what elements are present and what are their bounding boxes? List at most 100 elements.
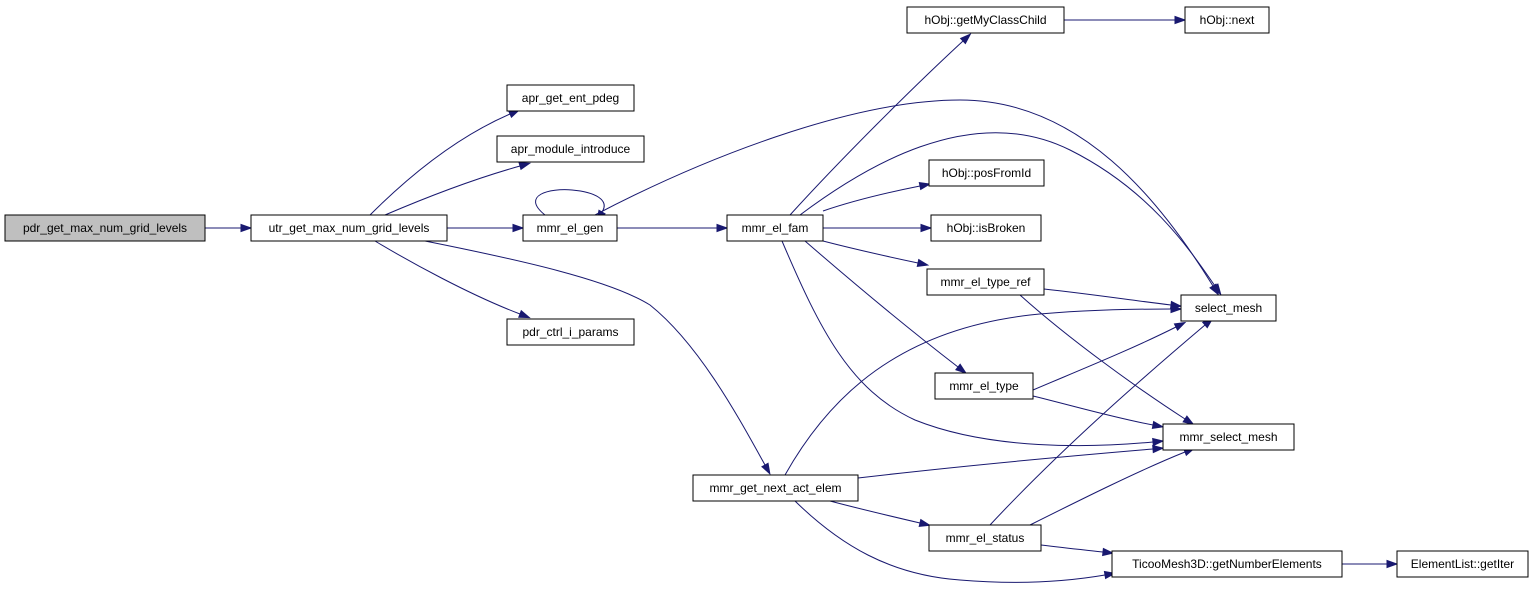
node-box[interactable] (928, 159, 1045, 187)
node-label: hObj::posFromId (942, 166, 1031, 180)
edge-line (784, 308, 1172, 476)
node-hobj-next[interactable]: hObj::next (1184, 6, 1270, 34)
edge-pdr-get-max-num-grid-levels-to-utr-get-max-num-grid-levels (205, 223, 253, 233)
edge-mmr-el-gen-to-mmr-el-fam (617, 223, 729, 233)
node-label: hObj::getMyClassChild (924, 13, 1046, 27)
edge-mmr-el-type-ref-to-select-mesh (1043, 288, 1183, 310)
edge-line (799, 132, 1216, 287)
edge-mmr-el-type-ref-to-mmr-select-mesh (1019, 294, 1195, 426)
arrow-head (955, 363, 968, 375)
node-select-mesh[interactable]: select_mesh (1180, 294, 1277, 322)
node-mmr-el-fam[interactable]: mmr_el_fam (726, 214, 824, 242)
node-box[interactable] (250, 214, 448, 242)
node-utr-get-max-num-grid-levels[interactable]: utr_get_max_num_grid_levels (250, 214, 448, 242)
node-box[interactable] (906, 6, 1065, 34)
arrow-head (1173, 321, 1187, 331)
node-box[interactable] (506, 318, 635, 346)
node-hobj-getmyclasschild[interactable]: hObj::getMyClassChild (906, 6, 1065, 34)
node-label: mmr_get_next_act_elem (709, 481, 841, 495)
arrow-head (1170, 304, 1183, 314)
edge-mmr-el-fam-to-mmr-select-mesh (781, 240, 1165, 447)
edge-ticoomesh3d-getnumberelements-to-elementlist-getiter (1342, 559, 1399, 569)
node-box[interactable] (1396, 550, 1529, 578)
arrow-head (518, 162, 532, 171)
node-box[interactable] (692, 474, 859, 502)
arrow-head (1386, 559, 1399, 569)
node-pdr-ctrl-i-params[interactable]: pdr_ctrl_i_params (506, 318, 635, 346)
arrow-head (512, 223, 525, 233)
arrow-head (240, 223, 253, 233)
edge-mmr-el-type-to-select-mesh (1032, 321, 1187, 391)
edge-utr-get-max-num-grid-levels-to-mmr-get-next-act-elem (424, 240, 771, 476)
edge-mmr-get-next-act-elem-to-select-mesh (784, 304, 1183, 476)
node-label: utr_get_max_num_grid_levels (269, 221, 430, 235)
edge-line (535, 189, 605, 216)
node-label: mmr_select_mesh (1179, 430, 1277, 444)
node-elementlist-getiter[interactable]: ElementList::getIter (1396, 550, 1529, 578)
edge-mmr-el-fam-to-hobj-posfromid (822, 181, 932, 212)
node-label: ElementList::getIter (1411, 557, 1514, 571)
node-box[interactable] (496, 135, 645, 163)
arrow-head (916, 258, 930, 268)
node-box[interactable] (930, 214, 1042, 242)
node-label: mmr_el_type (949, 379, 1019, 393)
node-box[interactable] (928, 524, 1042, 552)
node-label: pdr_get_max_num_grid_levels (23, 221, 187, 235)
edge-line (1019, 294, 1186, 420)
arrow-head (761, 462, 771, 476)
edge-line (794, 500, 1106, 583)
edge-line (1032, 395, 1154, 426)
edge-mmr-get-next-act-elem-to-mmr-select-mesh (857, 444, 1165, 479)
arrow-head (1102, 547, 1115, 557)
node-box[interactable] (1111, 550, 1343, 578)
node-label: mmr_el_type_ref (940, 275, 1031, 289)
node-label: mmr_el_status (946, 531, 1025, 545)
arrow-head (920, 223, 933, 233)
edge-line (1040, 544, 1104, 553)
node-mmr-select-mesh[interactable]: mmr_select_mesh (1162, 423, 1295, 451)
node-mmr-el-type[interactable]: mmr_el_type (934, 372, 1034, 400)
node-label: TicooMesh3D::getNumberElements (1132, 557, 1322, 571)
node-mmr-get-next-act-elem[interactable]: mmr_get_next_act_elem (692, 474, 859, 502)
edge-hobj-getmyclasschild-to-hobj-next (1064, 15, 1187, 25)
node-mmr-el-gen[interactable]: mmr_el_gen (522, 214, 618, 242)
node-hobj-posfromid[interactable]: hObj::posFromId (928, 159, 1045, 187)
edge-line (804, 240, 959, 368)
node-box[interactable] (4, 214, 206, 242)
node-hobj-isbroken[interactable]: hObj::isBroken (930, 214, 1042, 242)
node-label: hObj::next (1200, 13, 1255, 27)
node-box[interactable] (934, 372, 1034, 400)
edge-line (822, 185, 921, 212)
arrow-head (918, 181, 932, 191)
edge-line (594, 99, 1214, 287)
edge-line (369, 113, 511, 216)
edge-line (424, 240, 766, 466)
node-box[interactable] (726, 214, 824, 242)
node-apr-module-introduce[interactable]: apr_module_introduce (496, 135, 645, 163)
node-box[interactable] (522, 214, 618, 242)
edge-line (789, 40, 964, 216)
node-box[interactable] (1184, 6, 1270, 34)
arrow-head (1152, 437, 1165, 447)
node-label: mmr_el_gen (537, 221, 604, 235)
arrow-head (1152, 444, 1165, 454)
edge-mmr-el-gen-to-select-mesh (594, 99, 1220, 296)
arrow-head (918, 518, 932, 527)
node-ticoomesh3d-getnumberelements[interactable]: TicooMesh3D::getNumberElements (1111, 550, 1343, 578)
node-label: pdr_ctrl_i_params (522, 325, 618, 339)
node-box[interactable] (506, 84, 635, 112)
node-pdr-get-max-num-grid-levels[interactable]: pdr_get_max_num_grid_levels (4, 214, 206, 242)
node-apr-get-ent-pdeg[interactable]: apr_get_ent_pdeg (506, 84, 635, 112)
arrow-head (1182, 415, 1195, 426)
node-box[interactable] (1180, 294, 1277, 322)
edge-mmr-el-fam-to-select-mesh (799, 132, 1222, 296)
edge-line (989, 324, 1206, 526)
node-box[interactable] (1162, 423, 1295, 451)
edge-utr-get-max-num-grid-levels-to-mmr-el-gen (447, 223, 525, 233)
node-box[interactable] (926, 268, 1045, 296)
arrow-head (518, 309, 531, 319)
node-label: hObj::isBroken (947, 221, 1026, 235)
node-mmr-el-type-ref[interactable]: mmr_el_type_ref (926, 268, 1045, 296)
node-label: mmr_el_fam (742, 221, 809, 235)
node-mmr-el-status[interactable]: mmr_el_status (928, 524, 1042, 552)
